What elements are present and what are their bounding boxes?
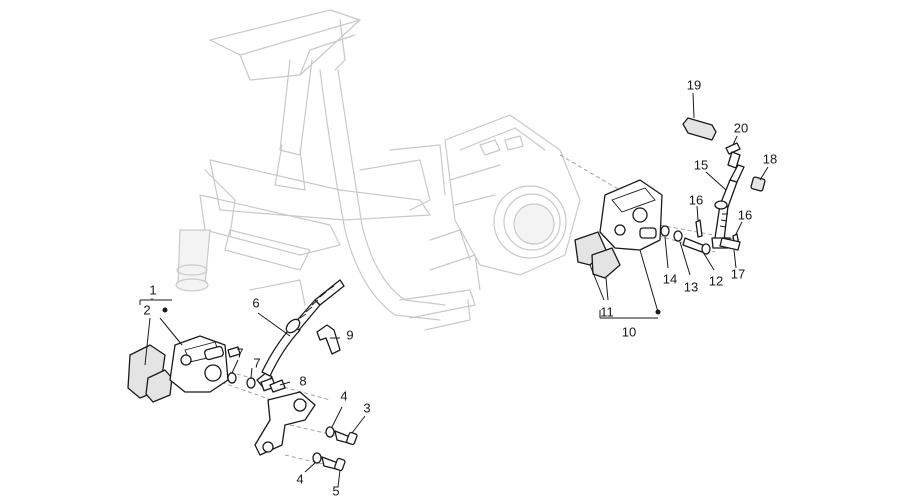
callout-19: 19 [687, 77, 701, 92]
callout-7a: 7 [236, 345, 243, 360]
callout-labels: 1 2 3 4 4 5 6 7 7 8 9 10 11 12 13 14 15 … [143, 77, 777, 498]
callout-12: 12 [709, 273, 723, 288]
callout-16a: 16 [689, 192, 703, 207]
callout-14: 14 [663, 271, 677, 286]
callout-17: 17 [731, 266, 745, 281]
callout-6: 6 [252, 295, 259, 310]
marker-dot-rear [655, 309, 661, 315]
callout-20: 20 [734, 120, 748, 135]
scooter-frame-ghost [175, 9, 581, 331]
callout-10: 10 [622, 324, 636, 339]
marker-dot-front [162, 307, 168, 313]
callout-15: 15 [694, 157, 708, 172]
front-brake-pad-2 [145, 369, 173, 403]
callout-7b: 7 [253, 355, 260, 370]
callout-18: 18 [763, 151, 777, 166]
callout-2: 2 [143, 302, 150, 317]
callout-13: 13 [684, 279, 698, 294]
callout-3: 3 [363, 400, 370, 415]
callout-4b: 4 [296, 471, 303, 486]
front-caliper-body [169, 335, 229, 393]
callout-11: 11 [600, 304, 614, 319]
callout-1: 1 [149, 282, 156, 297]
callout-16b: 16 [738, 207, 752, 222]
front-brake-caliper-group [127, 279, 358, 472]
callout-4a: 4 [340, 388, 347, 403]
callout-9: 9 [346, 327, 353, 342]
callout-8: 8 [299, 373, 306, 388]
callout-5: 5 [332, 483, 339, 498]
rear-brake-caliper-group [574, 117, 766, 279]
rear-caliper-body [599, 179, 663, 251]
leader-lines [139, 92, 769, 488]
